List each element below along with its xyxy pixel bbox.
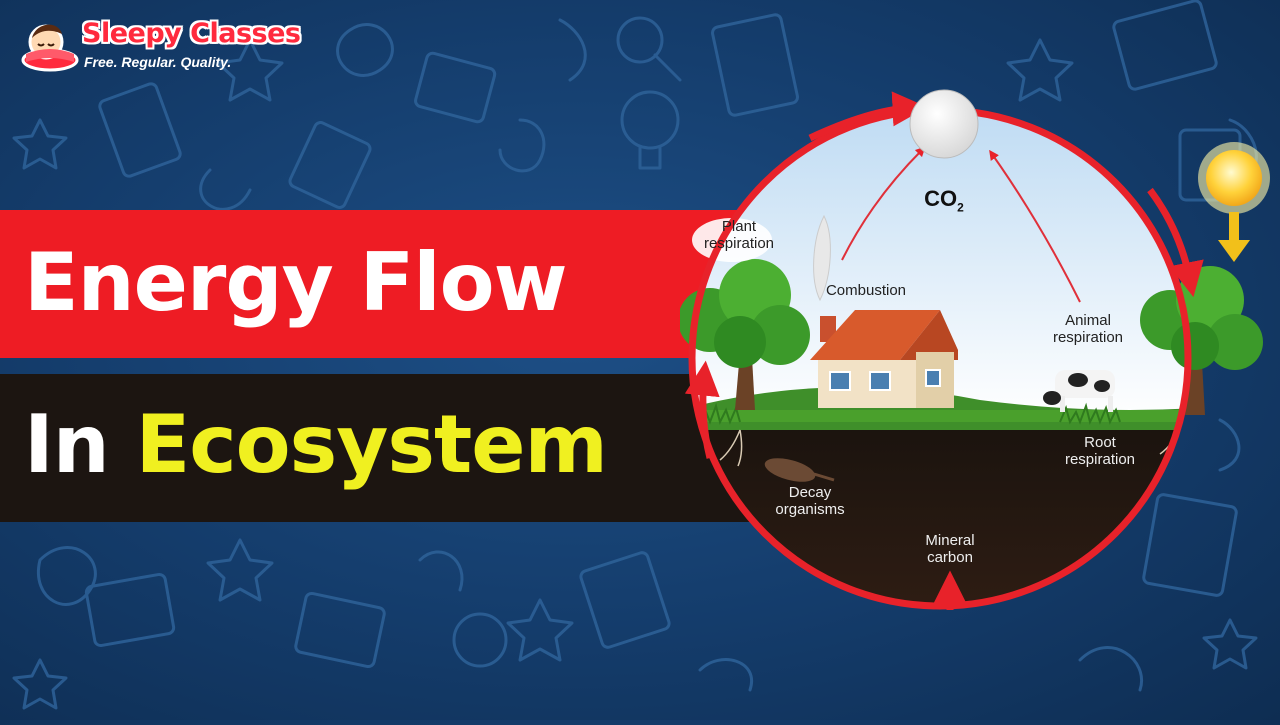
label-animal-respiration-line2: respiration bbox=[1052, 329, 1124, 346]
title-line-1: Energy Flow bbox=[24, 236, 568, 329]
label-root-respiration-line2: respiration bbox=[1064, 451, 1136, 468]
brand-logo[interactable]: Sleepy Classes Free. Regular. Quality. bbox=[20, 14, 320, 76]
label-root-respiration: Root respiration bbox=[1050, 434, 1150, 468]
carbon-cycle-diagram: CO2 Plant respiration Combustion Animal … bbox=[678, 80, 1280, 720]
title-word-ecosystem: Ecosystem bbox=[135, 398, 608, 491]
label-root-respiration-line1: Root bbox=[1084, 434, 1116, 451]
label-decay-organisms-line2: organisms bbox=[775, 501, 845, 518]
label-decay-organisms: Decay organisms bbox=[760, 484, 860, 518]
sun-icon bbox=[1198, 142, 1270, 262]
label-plant-respiration-line1: Plant bbox=[721, 218, 757, 235]
house bbox=[810, 310, 958, 408]
co2-subscript: 2 bbox=[957, 200, 964, 215]
co2-label: CO2 bbox=[916, 188, 972, 216]
title-word-in: In bbox=[24, 398, 110, 491]
label-plant-respiration: Plant respiration bbox=[694, 218, 784, 252]
brand-name: Sleepy Classes bbox=[82, 18, 301, 49]
brand-tagline: Free. Regular. Quality. bbox=[84, 54, 232, 70]
cycle-illustration bbox=[678, 89, 1270, 610]
label-animal-respiration: Animal respiration bbox=[1038, 312, 1138, 346]
label-mineral-carbon-line2: carbon bbox=[927, 549, 973, 566]
co2-text: CO bbox=[924, 186, 958, 211]
label-decay-organisms-line1: Decay bbox=[788, 484, 832, 501]
label-combustion: Combustion bbox=[825, 282, 907, 299]
label-mineral-carbon: Mineral carbon bbox=[902, 532, 998, 566]
title-line-2: In Ecosystem bbox=[24, 398, 608, 491]
title-band-dark bbox=[0, 374, 760, 522]
cow bbox=[1043, 370, 1115, 412]
sleeping-mascot-icon bbox=[21, 24, 79, 72]
label-mineral-carbon-line1: Mineral bbox=[925, 532, 975, 549]
title-band-red bbox=[0, 210, 740, 358]
label-animal-respiration-line1: Animal bbox=[1065, 312, 1111, 329]
label-plant-respiration-line2: respiration bbox=[703, 235, 775, 252]
